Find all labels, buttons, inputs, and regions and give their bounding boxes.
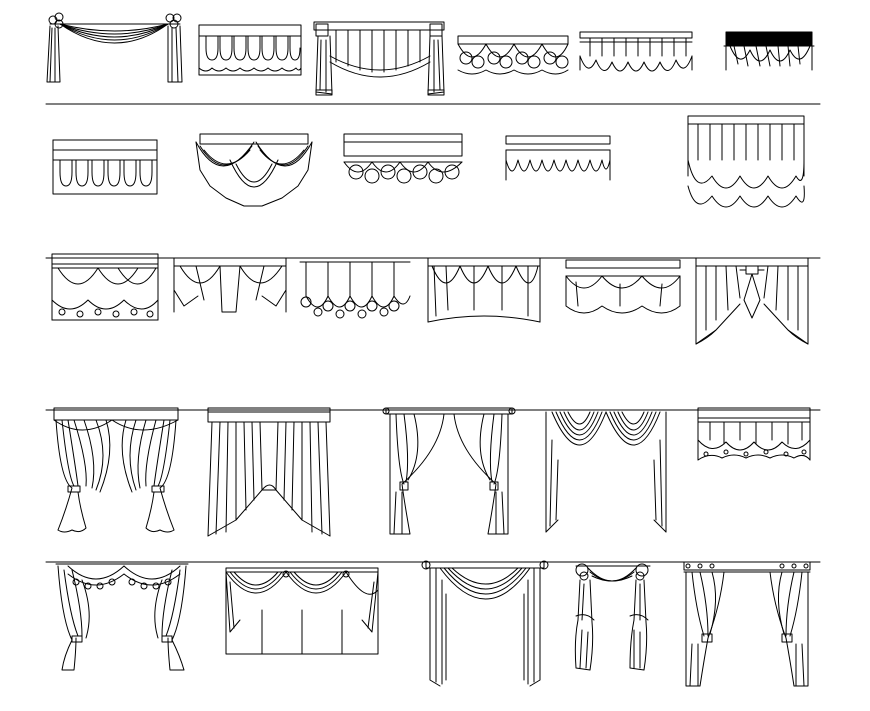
layered-swag-valance: [196, 134, 312, 206]
scalloped-puff-valance: [344, 134, 462, 183]
rosette-puff-valance: [458, 36, 568, 74]
window-with-valance: [226, 568, 378, 654]
bow-tied-drape: [696, 258, 808, 344]
dark-pleated-valance: [724, 32, 814, 70]
pleated-balloon-valance: [580, 32, 692, 71]
rod-swag-drapes: [422, 561, 548, 686]
rod-tieback-panels: [684, 562, 810, 686]
swag-and-tail-valance: [52, 254, 158, 320]
swag-with-rosettes: [47, 13, 182, 82]
swag-jabot-valance: [174, 258, 286, 312]
ruffled-valance: [698, 408, 810, 460]
tall-balloon-shade: [688, 116, 804, 207]
pelmet-drapes: [208, 408, 330, 536]
ribbon-swag-with-side-panels: [314, 22, 444, 95]
balloon-bead-valance: [300, 262, 410, 318]
tieback-drapes-swag-top: [54, 408, 178, 532]
rod-tieback-drapes: [383, 408, 515, 534]
puff-swag-valance: [566, 260, 680, 313]
swag-tieback-drapes: [56, 564, 188, 670]
short-pleated-valance: [506, 136, 610, 180]
tab-pleated-valance: [53, 140, 157, 194]
knotted-swag-drapes: [575, 564, 650, 670]
cascade-swag-drapes: [544, 410, 668, 532]
gathered-swag-valance: [428, 258, 540, 322]
scalloped-box-valance: [199, 25, 301, 75]
